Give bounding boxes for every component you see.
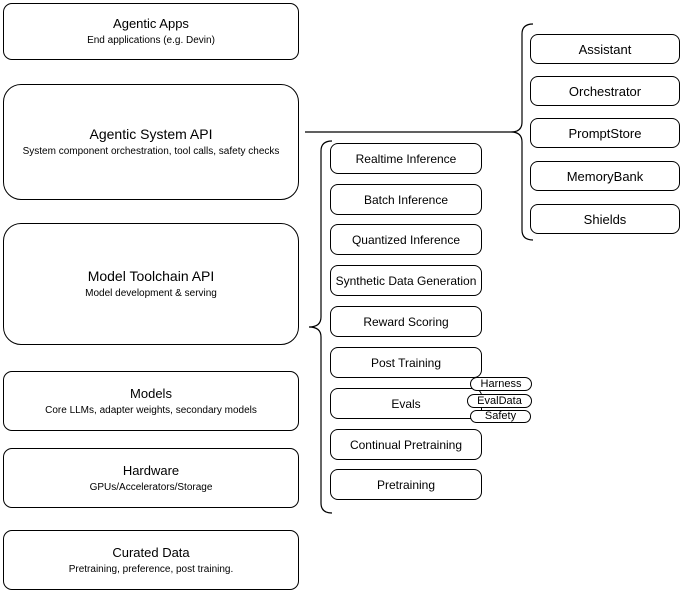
node-title: Curated Data	[112, 544, 190, 560]
node-label: MemoryBank	[566, 168, 644, 184]
node-orchestrator: Orchestrator	[530, 76, 680, 106]
node-pretraining: Pretraining	[330, 469, 482, 500]
node-shields: Shields	[530, 204, 680, 234]
node-label: Synthetic Data Generation	[335, 273, 477, 288]
node-label: Realtime Inference	[355, 151, 457, 166]
node-subtitle: System component orchestration, tool cal…	[22, 146, 280, 157]
node-label: Post Training	[370, 355, 442, 370]
node-title: Models	[130, 385, 172, 401]
node-title: Agentic System API	[89, 126, 213, 142]
node-label: PromptStore	[568, 125, 642, 141]
node-agentic-system-api: Agentic System API System component orch…	[3, 84, 299, 200]
tag-safety: Safety	[470, 410, 531, 423]
node-model-toolchain-api: Model Toolchain API Model development & …	[3, 223, 299, 345]
node-hardware: Hardware GPUs/Accelerators/Storage	[3, 448, 299, 508]
node-label: Pretraining	[376, 477, 436, 492]
node-title: Hardware	[122, 462, 180, 478]
node-label: Continual Pretraining	[349, 437, 463, 452]
node-realtime-inference: Realtime Inference	[330, 143, 482, 174]
tag-label: EvalData	[477, 394, 522, 407]
node-title: Model Toolchain API	[87, 268, 215, 284]
node-evals: Evals	[330, 388, 482, 419]
system-group-brace	[510, 23, 534, 241]
node-models: Models Core LLMs, adapter weights, secon…	[3, 371, 299, 431]
node-synthetic-data-generation: Synthetic Data Generation	[330, 265, 482, 296]
node-memorybank: MemoryBank	[530, 161, 680, 191]
node-batch-inference: Batch Inference	[330, 184, 482, 215]
toolchain-group-brace	[308, 140, 333, 514]
node-promptstore: PromptStore	[530, 118, 680, 148]
node-title: Agentic Apps	[113, 16, 189, 31]
node-subtitle: Model development & serving	[85, 288, 217, 299]
node-reward-scoring: Reward Scoring	[330, 306, 482, 337]
node-assistant: Assistant	[530, 34, 680, 64]
node-label: Assistant	[578, 41, 632, 57]
node-post-training: Post Training	[330, 347, 482, 378]
node-curated-data: Curated Data Pretraining, preference, po…	[3, 530, 299, 590]
node-subtitle: Pretraining, preference, post training.	[68, 563, 234, 575]
node-subtitle: GPUs/Accelerators/Storage	[89, 481, 213, 493]
node-label: Shields	[583, 211, 627, 227]
tag-label: Safety	[484, 410, 517, 422]
node-quantized-inference: Quantized Inference	[330, 224, 482, 255]
node-agentic-apps: Agentic Apps End applications (e.g. Devi…	[3, 3, 299, 60]
node-label: Batch Inference	[363, 192, 449, 207]
node-continual-pretraining: Continual Pretraining	[330, 429, 482, 460]
node-subtitle: Core LLMs, adapter weights, secondary mo…	[45, 404, 257, 416]
tag-label: Harness	[480, 377, 522, 390]
node-label: Orchestrator	[568, 83, 642, 99]
tag-evaldata: EvalData	[467, 394, 532, 408]
node-label: Quantized Inference	[351, 232, 461, 247]
node-subtitle: End applications (e.g. Devin)	[87, 35, 215, 46]
node-label: Evals	[391, 396, 421, 411]
node-label: Reward Scoring	[363, 314, 449, 329]
tag-harness: Harness	[470, 377, 532, 391]
